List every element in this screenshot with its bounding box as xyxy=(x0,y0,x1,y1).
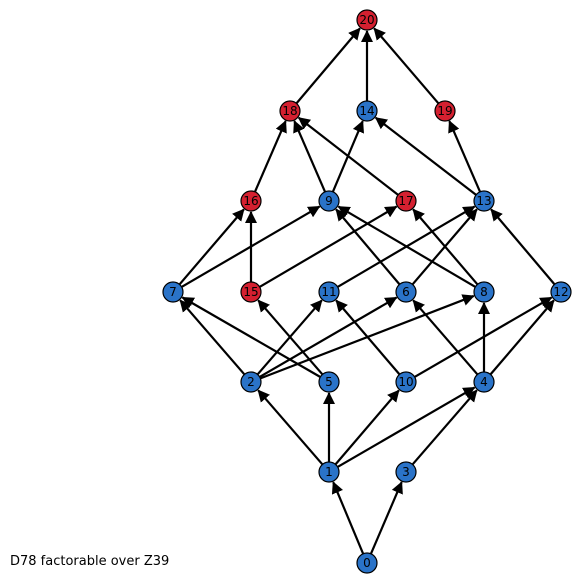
edge-7-to-16 xyxy=(178,208,245,286)
node-circle-9 xyxy=(318,190,340,212)
edge-1-to-2 xyxy=(257,389,324,466)
edge-8-to-9 xyxy=(337,205,476,288)
node-7: 7 xyxy=(162,281,184,303)
edges xyxy=(178,27,556,555)
node-circle-5 xyxy=(318,371,340,393)
edge-10-to-11 xyxy=(335,299,401,376)
node-label-18: 18 xyxy=(282,104,297,118)
node-0: 0 xyxy=(356,552,378,574)
node-17: 17 xyxy=(395,190,417,212)
node-label-19: 19 xyxy=(437,104,452,118)
node-label-10: 10 xyxy=(398,375,413,389)
node-6: 6 xyxy=(395,281,417,303)
node-13: 13 xyxy=(473,190,495,212)
node-19: 19 xyxy=(434,100,456,122)
edge-6-to-9 xyxy=(335,208,401,286)
edge-16-to-18 xyxy=(253,120,287,193)
node-label-9: 9 xyxy=(325,194,333,208)
node-label-20: 20 xyxy=(359,13,374,27)
node-label-12: 12 xyxy=(553,285,568,299)
node-9: 9 xyxy=(318,190,340,212)
node-circle-10 xyxy=(395,371,417,393)
node-label-11: 11 xyxy=(321,285,336,299)
node-label-8: 8 xyxy=(480,285,488,299)
node-circle-8 xyxy=(473,281,495,303)
node-circle-11 xyxy=(318,281,340,303)
node-circle-19 xyxy=(434,100,456,122)
node-20: 20 xyxy=(356,9,378,31)
edge-15-to-17 xyxy=(259,205,398,288)
node-circle-14 xyxy=(356,100,378,122)
edge-13-to-19 xyxy=(448,120,482,193)
edge-17-to-18 xyxy=(297,116,399,196)
node-4: 4 xyxy=(473,371,495,393)
node-15: 15 xyxy=(240,281,262,303)
node-circle-13 xyxy=(473,190,495,212)
node-label-17: 17 xyxy=(398,194,413,208)
diagram-caption: D78 factorable over Z39 xyxy=(10,554,170,569)
node-label-15: 15 xyxy=(243,285,258,299)
edge-4-to-6 xyxy=(412,299,479,376)
edge-0-to-1 xyxy=(331,481,365,555)
node-1: 1 xyxy=(318,461,340,483)
edge-1-to-4 xyxy=(337,386,476,468)
node-circle-16 xyxy=(240,190,262,212)
node-label-14: 14 xyxy=(359,104,374,118)
node-circle-7 xyxy=(162,281,184,303)
node-label-13: 13 xyxy=(476,194,491,208)
node-label-0: 0 xyxy=(363,556,371,570)
node-circle-4 xyxy=(473,371,495,393)
node-18: 18 xyxy=(279,100,301,122)
node-label-4: 4 xyxy=(480,375,488,389)
node-circle-17 xyxy=(395,190,417,212)
edge-1-to-10 xyxy=(334,389,400,466)
edge-18-to-20 xyxy=(295,27,361,105)
node-circle-2 xyxy=(240,371,262,393)
node-label-16: 16 xyxy=(243,194,258,208)
edge-0-to-3 xyxy=(369,481,403,555)
node-11: 11 xyxy=(318,281,340,303)
node-14: 14 xyxy=(356,100,378,122)
node-label-3: 3 xyxy=(402,465,410,479)
node-8: 8 xyxy=(473,281,495,303)
node-circle-12 xyxy=(550,281,572,303)
node-2: 2 xyxy=(240,371,262,393)
edge-19-to-20 xyxy=(373,27,440,105)
node-circle-1 xyxy=(318,461,340,483)
edge-12-to-13 xyxy=(490,208,556,286)
node-circle-18 xyxy=(279,100,301,122)
edge-9-to-18 xyxy=(293,120,327,193)
node-circle-20 xyxy=(356,9,378,31)
node-circle-6 xyxy=(395,281,417,303)
node-circle-3 xyxy=(395,461,417,483)
node-12: 12 xyxy=(550,281,572,303)
edge-2-to-7 xyxy=(179,299,246,376)
node-label-1: 1 xyxy=(325,465,333,479)
edge-2-to-6 xyxy=(259,296,398,378)
edge-5-to-7 xyxy=(181,296,321,378)
edge-3-to-4 xyxy=(411,389,478,466)
node-circle-0 xyxy=(356,552,378,574)
edge-4-to-12 xyxy=(489,299,555,376)
node-16: 16 xyxy=(240,190,262,212)
node-3: 3 xyxy=(395,461,417,483)
edge-13-to-14 xyxy=(374,116,477,196)
node-5: 5 xyxy=(318,371,340,393)
edge-8-to-17 xyxy=(412,208,479,286)
node-label-7: 7 xyxy=(169,285,177,299)
node-label-5: 5 xyxy=(325,375,333,389)
node-label-6: 6 xyxy=(402,285,410,299)
node-10: 10 xyxy=(395,371,417,393)
node-circle-15 xyxy=(240,281,262,303)
edge-5-to-15 xyxy=(257,299,324,376)
node-label-2: 2 xyxy=(247,375,255,389)
